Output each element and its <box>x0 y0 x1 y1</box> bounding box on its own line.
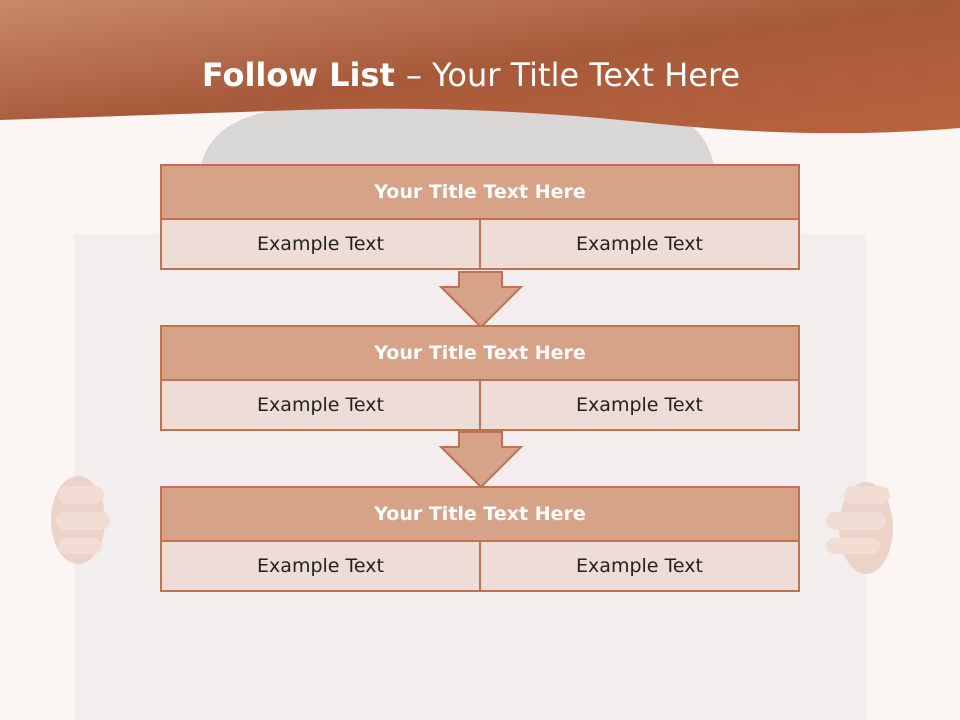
list-block: Your Title Text Here Example Text Exampl… <box>160 325 800 431</box>
title-bold: Follow List <box>201 56 406 94</box>
list-block: Your Title Text Here Example Text Exampl… <box>160 164 800 270</box>
block-title: Your Title Text Here <box>160 164 800 220</box>
down-arrow-icon <box>439 431 523 489</box>
block-right-cell: Example Text <box>481 542 800 592</box>
header-band <box>0 0 960 134</box>
list-block: Your Title Text Here Example Text Exampl… <box>160 486 800 592</box>
block-left-cell: Example Text <box>160 220 481 270</box>
title-rest: – Your Title Text Here <box>405 56 741 94</box>
block-title: Your Title Text Here <box>160 325 800 381</box>
left-hand-icon <box>51 476 110 564</box>
block-right-cell: Example Text <box>481 381 800 431</box>
slide-title: Follow List – Your Title Text Here <box>0 54 942 96</box>
block-left-cell: Example Text <box>160 381 481 431</box>
down-arrow-icon <box>439 271 523 329</box>
block-title: Your Title Text Here <box>160 486 800 542</box>
right-hand-icon <box>826 482 893 574</box>
block-left-cell: Example Text <box>160 542 481 592</box>
block-right-cell: Example Text <box>481 220 800 270</box>
